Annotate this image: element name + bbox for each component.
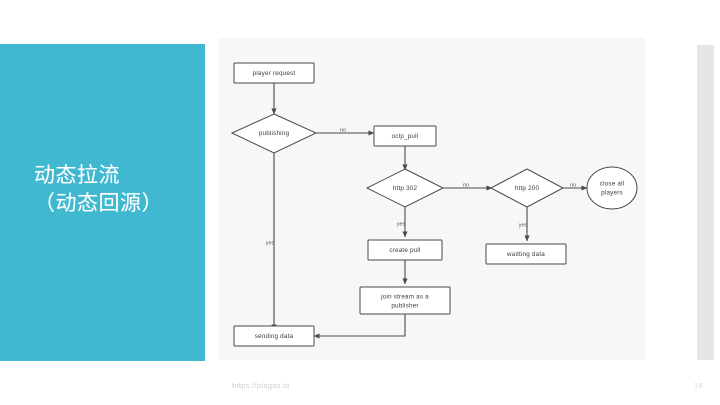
edge-join-stream-to-sending-data (313, 314, 406, 339)
node-sending-data[interactable]: sending data (233, 325, 315, 347)
node-publishing[interactable]: publishing (230, 113, 318, 154)
edge-label-http200-no: no (570, 182, 576, 188)
node-label-http-200: http 200 (515, 185, 540, 192)
page-title: 动态拉流 （动态回源） (34, 162, 204, 218)
node-label-close-all-players-line-1: close all (600, 181, 625, 188)
node-waitting-data[interactable]: waitting data (485, 243, 567, 265)
page-number: 18 (694, 381, 703, 390)
page-title-line-2: （动态回源） (34, 191, 163, 215)
node-label-join-stream-line-2: publisher (391, 303, 418, 310)
page-title-line-1: 动态拉流 (34, 164, 120, 187)
node-label-join-stream-line-1: join stream as a (380, 294, 429, 301)
edge-label-http302-no: no (463, 182, 469, 188)
node-close-all-players[interactable]: close all players (586, 166, 638, 210)
node-player-request[interactable]: player request (233, 62, 315, 84)
edge-label-http200-yes: yes (519, 222, 528, 228)
node-join-stream[interactable]: join stream as a publisher (359, 286, 451, 315)
node-label-oclp-pull: oclp_pull (392, 133, 419, 140)
edge-label-publishing-yes: yes (266, 240, 275, 246)
flowchart-panel: no yes no yes no yes (218, 38, 645, 360)
node-http-200[interactable]: http 200 (489, 168, 565, 208)
node-create-pull[interactable]: create pull (367, 239, 443, 261)
flowchart-svg: no yes no yes no yes (230, 62, 638, 347)
footer-url[interactable]: https://pingos.io (232, 381, 290, 390)
title-block: 动态拉流 （动态回源） (0, 44, 205, 361)
edge-label-publishing-no: no (340, 127, 346, 133)
node-label-close-all-players-line-2: players (601, 190, 623, 197)
node-oclp-pull[interactable]: oclp_pull (373, 125, 437, 147)
node-http-302[interactable]: http 302 (365, 168, 445, 208)
node-label-publishing: publishing (259, 130, 290, 137)
node-label-create-pull: create pull (389, 247, 420, 254)
node-label-player-request: player request (253, 70, 296, 77)
node-label-http-302: http 302 (393, 185, 418, 192)
right-accent-bar (697, 45, 714, 360)
node-label-waitting-data: waitting data (506, 251, 545, 258)
node-label-sending-data: sending data (255, 333, 294, 340)
edge-label-http302-yes: yes (397, 221, 406, 227)
